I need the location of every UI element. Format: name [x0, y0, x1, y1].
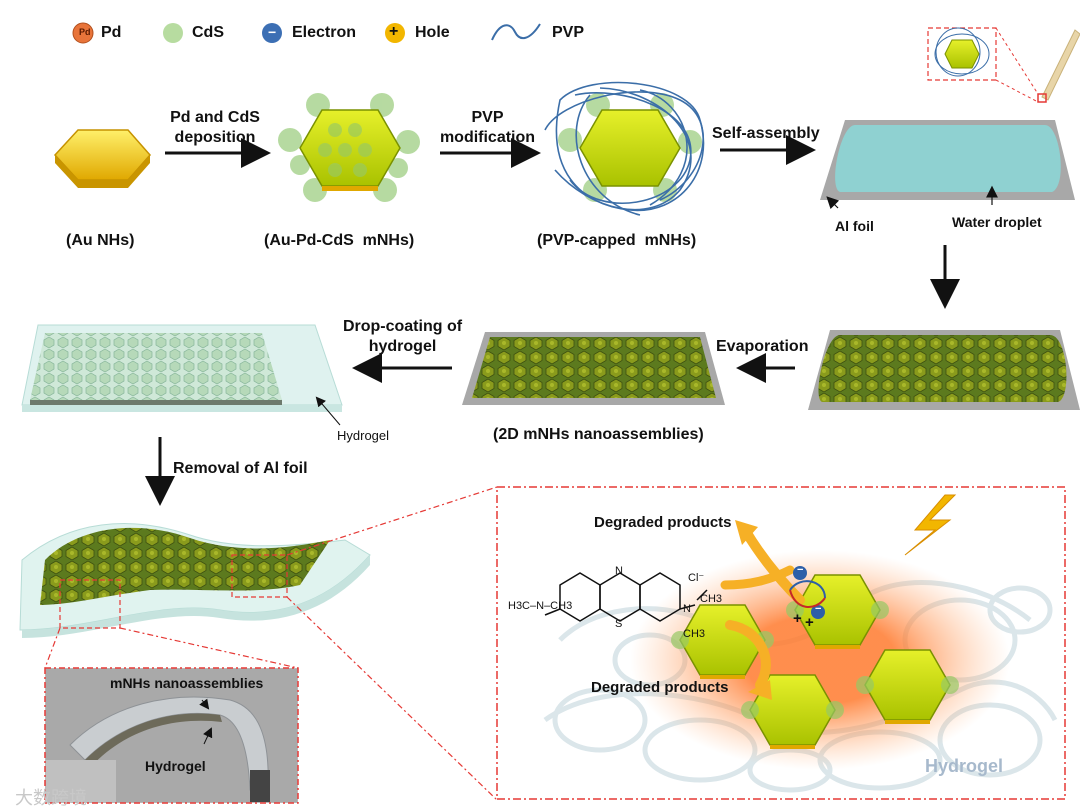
step-removal: Removal of Al foil — [173, 460, 308, 477]
degradation-inset — [496, 486, 1066, 800]
hole-legend-symbol: + — [389, 23, 399, 40]
caption-au-pd-cds: (Au-Pd-CdS mNHs) — [264, 232, 415, 249]
nanoassemblies-2d — [462, 332, 725, 405]
label-degraded-bottom: Degraded products — [591, 679, 729, 696]
molecule-cl: Cl⁻ — [688, 572, 705, 584]
label-hydrogel-inset: Hydrogel — [925, 756, 1004, 776]
inset-hole-2: + — [805, 614, 814, 631]
pd-legend-symbol: Pd — [79, 27, 91, 37]
molecule-right-n: N — [683, 603, 691, 615]
watermark: 大数跨境 — [15, 788, 87, 808]
legend-pd: Pd — [101, 24, 122, 41]
label-hydrogel-film: Hydrogel — [337, 428, 390, 443]
pvp-capped-mnh — [544, 81, 705, 216]
molecule-ch3-bottom: CH3 — [683, 628, 706, 640]
photo-inset — [44, 667, 299, 804]
electron-legend-symbol: − — [268, 24, 277, 40]
step-pvp-modification: PVP modification — [439, 109, 536, 146]
label-photo-hydrogel: Hydrogel — [145, 758, 206, 774]
au-pd-cds-mnh — [278, 93, 420, 202]
au-nanohexagon — [53, 129, 151, 188]
flexible-film — [19, 486, 498, 801]
assembly-on-droplet — [808, 330, 1080, 410]
step-self-assembly: Self-assembly — [712, 125, 820, 142]
legend-hole: Hole — [415, 24, 450, 41]
caption-2d-nanoassemblies: (2D mNHs nanoassemblies) — [493, 426, 704, 443]
step-evaporation: Evaporation — [716, 338, 809, 355]
al-foil-water — [820, 120, 1075, 210]
molecule-ch3-top: CH3 — [700, 593, 723, 605]
step-drop-coating: Drop-coating of hydrogel — [342, 318, 463, 355]
legend-pvp: PVP — [552, 24, 585, 41]
label-photo-mnhs: mNHs nanoassemblies — [110, 675, 264, 691]
step-pd-cds-deposition: Pd and CdS deposition — [170, 109, 260, 146]
molecule-n: N — [615, 565, 623, 577]
inset-hole-1: + — [793, 610, 802, 627]
hydrogel-film — [21, 324, 343, 426]
inset-electron-2: − — [815, 603, 822, 615]
inset-electron-1: − — [797, 564, 804, 576]
pipette — [927, 27, 1080, 103]
caption-pvp-capped: (PVP-capped mNHs) — [537, 232, 697, 249]
caption-au-nhs: (Au NHs) — [66, 232, 135, 249]
label-degraded-top: Degraded products — [594, 514, 732, 531]
molecule-left-group: H3C–N–CH3 — [508, 600, 573, 612]
legend-icons — [72, 22, 541, 44]
legend-electron: Electron — [292, 24, 357, 41]
label-water-droplet: Water droplet — [952, 214, 1042, 230]
molecule-s: S — [615, 618, 623, 630]
label-al-foil: Al foil — [835, 218, 874, 234]
legend-cds: CdS — [192, 24, 224, 41]
